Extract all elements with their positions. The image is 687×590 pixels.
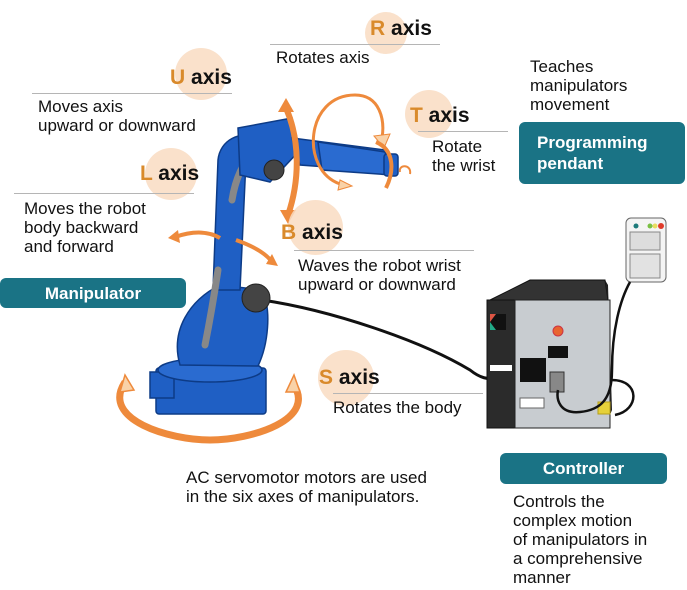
servomotor-note: AC servomotor motors are used in the six… [186,468,427,506]
r-axis-description: Rotates axis [276,48,370,67]
t-axis-arrow [375,140,394,189]
t-axis-word: axis [428,104,470,127]
u-axis-divider [32,93,232,94]
t-axis-letter: T [410,104,423,127]
t-axis-bubble [405,90,453,138]
s-axis-bubble [318,350,374,406]
s-axis-rotation-arrow [116,379,302,444]
pendant-description: Teaches manipulators movement [530,57,628,114]
l-axis-letter: L [140,162,153,185]
l-axis-bubble [145,148,197,200]
u-axis-arrow [283,106,300,216]
t-axis-divider [418,131,508,132]
l-axis-title: L axis [140,163,199,185]
s-axis-title: S axis [319,367,380,389]
u-axis-title: U axis [170,67,232,89]
u-axis-word: axis [191,66,232,89]
t-axis-description: Rotate the wrist [432,137,496,175]
b-axis-letter: B [281,221,297,244]
u-axis-bubble [175,48,227,100]
b-axis-bubble [288,200,343,255]
l-axis-arrow [174,230,222,240]
b-axis-title: B axis [281,222,343,244]
s-axis-divider [333,393,483,394]
s-axis-letter: S [319,366,334,389]
b-axis-description: Waves the robot wrist upward or downward [298,256,461,294]
l-axis-divider [14,193,194,194]
programming-pendant-device [625,217,667,283]
r-axis-arrow [311,93,385,186]
manipulator-label: Manipulator [0,278,186,308]
l-axis-word: axis [158,162,200,185]
s-axis-word: axis [338,366,380,389]
r-axis-bubble [365,12,407,54]
t-axis-title: T axis [410,105,470,127]
u-axis-description: Moves axis upward or downward [38,97,196,135]
r-axis-divider [270,44,440,45]
controller-description: Controls the complex motion of manipulat… [513,492,648,587]
s-axis-description: Rotates the body [333,398,462,417]
pendant-cable [556,281,632,414]
pendant-label: Programming pendant [519,122,685,184]
controller-label: Controller [500,453,667,484]
r-axis-word: axis [391,17,432,40]
l-axis-description: Moves the robot body backward and forwar… [24,199,146,256]
r-axis-title: R axis [370,18,432,40]
r-axis-letter: R [370,17,386,40]
b-axis-word: axis [302,221,343,244]
b-axis-divider [294,250,474,251]
controller-cabinet [486,279,612,429]
u-axis-letter: U [170,66,186,89]
robot-cable [261,298,499,381]
